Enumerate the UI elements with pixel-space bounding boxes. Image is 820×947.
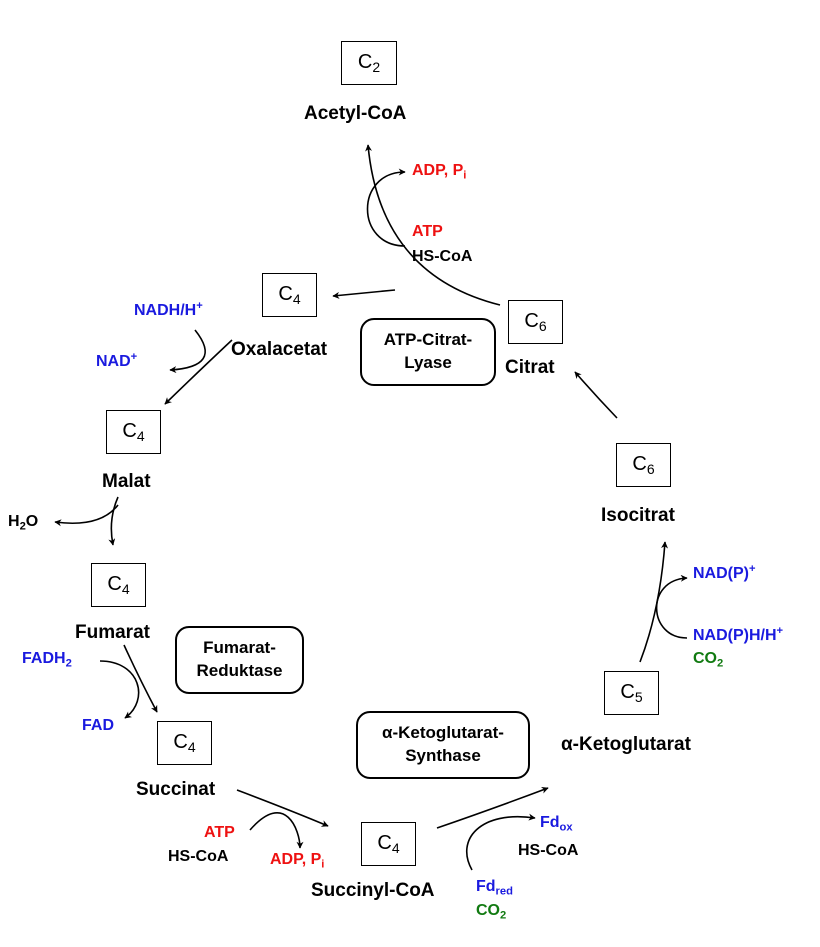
arrow-malat-to-fumarat (108, 496, 119, 546)
cofactor-adp-pi-top: ADP, Pi (412, 162, 467, 182)
enzyme-fumarat-reduktase: Fumarat- Reduktase (175, 626, 304, 694)
box-label: C6 (632, 452, 655, 478)
cofactor-hscoa-bottom: HS-CoA (168, 848, 229, 865)
compound-malat: Malat (102, 471, 151, 492)
box-label: C4 (377, 831, 400, 857)
arrow-oxal-to-malat (164, 339, 233, 405)
arrow-to-oxalacetat (332, 289, 396, 299)
box-label: C6 (524, 309, 547, 335)
arrow-fumarat-to-succinat (123, 644, 158, 713)
cofactor-nadh: NADH/H+ (134, 300, 203, 320)
cofactor-adp-pi-bottom: ADP, Pi (270, 851, 325, 871)
enzyme-atp-citrat-lyase: ATP-Citrat- Lyase (360, 318, 496, 386)
cofactor-atp-bottom: ATP (204, 824, 235, 841)
cofactor-nadph: NAD(P)H/H+ (693, 625, 784, 645)
enzyme-line2: Synthase (405, 746, 481, 765)
arrow-to-h2o (54, 504, 119, 527)
arrow-citrat-to-acetyl (365, 144, 501, 306)
compound-acetyl-coa: Acetyl-CoA (304, 103, 407, 124)
compound-citrat: Citrat (505, 357, 555, 378)
cofactor-hscoa-top: HS-CoA (412, 248, 473, 265)
carbon-box-succinylcoa: C4 (361, 822, 416, 866)
arrow-atp-to-adp (366, 168, 406, 247)
cofactor-fad: FAD (82, 717, 114, 734)
box-label: C4 (278, 282, 301, 308)
compound-isocitrat: Isocitrat (601, 505, 675, 526)
carbon-box-citrat: C6 (508, 300, 563, 344)
box-label: C4 (107, 572, 130, 598)
arrow-nadph-to-nadp (655, 574, 688, 639)
carbon-box-malat: C4 (106, 410, 161, 454)
enzyme-akg-synthase: α-Ketoglutarat- Synthase (356, 711, 530, 779)
enzyme-line2: Lyase (404, 353, 452, 372)
carbon-box-acetyl: C2 (341, 41, 397, 85)
cofactor-fadh2: FADH2 (22, 650, 72, 670)
enzyme-line2: Reduktase (196, 661, 283, 680)
box-label: C4 (173, 730, 196, 756)
compound-fumarat: Fumarat (75, 622, 150, 643)
cofactor-fd-ox: Fdox (540, 814, 573, 834)
carbon-box-isocitrat: C6 (616, 443, 671, 487)
box-label: C4 (122, 419, 145, 445)
arrow-succinat-to-succoa (236, 789, 329, 827)
cofactor-fd-red: Fdred (476, 878, 513, 898)
enzyme-line1: α-Ketoglutarat- (382, 723, 504, 743)
cofactor-co2-isocitrat: CO2 (693, 650, 724, 670)
arrow-suc-atp-to-adp (249, 812, 304, 849)
compound-oxalacetat: Oxalacetat (231, 339, 328, 360)
carbon-box-akg: C5 (604, 671, 659, 715)
arrow-succoa-to-akg (436, 786, 549, 829)
enzyme-line1: Fumarat- (203, 638, 276, 658)
compound-akg: α-Ketoglutarat (561, 734, 691, 755)
compound-succinyl-coa: Succinyl-CoA (311, 880, 435, 901)
cofactor-atp-top: ATP (412, 223, 443, 240)
arrow-fdred-to-fdox (466, 813, 536, 871)
box-label: C2 (357, 50, 381, 76)
arrow-nadh-to-nad (169, 329, 206, 374)
cofactor-hscoa-akg: HS-CoA (518, 842, 579, 859)
carbon-box-fumarat: C4 (91, 563, 146, 607)
arrow-akg-to-isocitrat (639, 541, 669, 663)
compound-succinat: Succinat (136, 779, 216, 800)
enzyme-line1: ATP-Citrat- (383, 330, 473, 350)
carbon-box-succinat: C4 (157, 721, 212, 765)
cofactor-nadp-plus: NAD(P)+ (693, 563, 756, 583)
box-label: C5 (620, 680, 643, 706)
cofactor-co2-akg: CO2 (476, 902, 507, 922)
cofactor-h2o: H2O (8, 513, 39, 533)
cofactor-nad: NAD+ (96, 351, 138, 371)
carbon-box-oxalacetat: C4 (262, 273, 317, 317)
arrow-isocitrat-to-citrat (574, 371, 618, 419)
arrow-fadh2-to-fad (99, 660, 140, 719)
